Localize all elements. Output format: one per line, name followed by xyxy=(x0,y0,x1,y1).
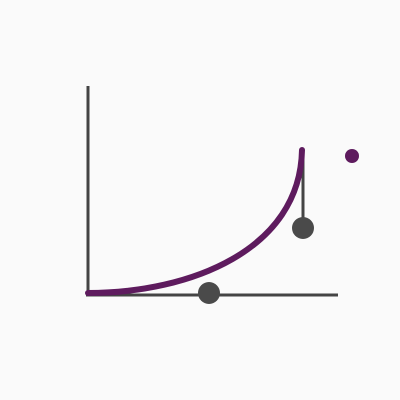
curve-color-indicator-dot xyxy=(345,149,359,163)
control-point-handle-p2[interactable] xyxy=(292,217,314,239)
control-point-handle-p1[interactable] xyxy=(198,282,220,304)
easing-curve xyxy=(85,147,305,296)
